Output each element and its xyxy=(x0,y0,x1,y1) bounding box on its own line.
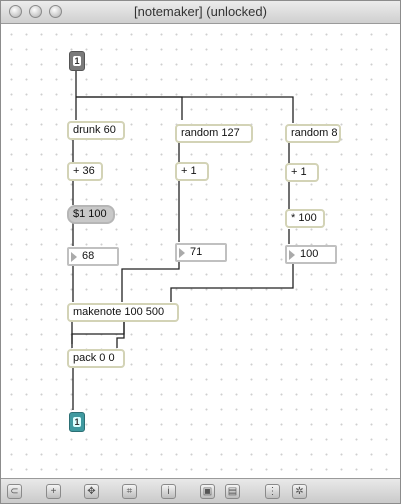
times100-object-text: * 100 xyxy=(291,212,317,224)
plus36-object[interactable]: + 36 xyxy=(67,162,103,181)
close-button[interactable] xyxy=(9,5,22,18)
move-icon[interactable]: ✥ xyxy=(84,484,99,499)
grid-icon[interactable]: ⋮ xyxy=(265,484,280,499)
triangle-icon xyxy=(179,248,185,258)
message-box-text: $1 100 xyxy=(73,208,107,220)
times100-object[interactable]: * 100 xyxy=(285,209,325,228)
pack-object-text: pack 0 0 xyxy=(73,352,115,364)
inspector-icon[interactable]: ▣ xyxy=(200,484,215,499)
outlet-index: 1 xyxy=(73,417,81,427)
presentation-icon[interactable]: ⌗ xyxy=(122,484,137,499)
triangle-icon xyxy=(71,252,77,262)
add-icon[interactable]: + xyxy=(46,484,61,499)
minimize-button[interactable] xyxy=(29,5,42,18)
number-box-100[interactable]: 100 xyxy=(285,245,337,264)
random8-object[interactable]: random 8 xyxy=(285,124,341,143)
drunk-object-text: drunk 60 xyxy=(73,124,116,136)
patch-cords xyxy=(71,71,294,410)
drunk-object[interactable]: drunk 60 xyxy=(67,121,125,140)
inlet-1[interactable]: 1 xyxy=(69,51,85,71)
title-bar: [notemaker] (unlocked) xyxy=(1,1,400,24)
random8-object-text: random 8 xyxy=(291,127,338,139)
patcher-icon[interactable]: ⊂ xyxy=(7,484,22,499)
plus1b-object-text: + 1 xyxy=(291,166,307,178)
plus1-object-a[interactable]: + 1 xyxy=(175,162,209,181)
message-box[interactable]: $1 100 xyxy=(67,205,115,224)
pack-object[interactable]: pack 0 0 xyxy=(67,349,125,368)
window-title: [notemaker] (unlocked) xyxy=(134,4,267,19)
snap-icon[interactable]: ✲ xyxy=(292,484,307,499)
random127-object[interactable]: random 127 xyxy=(175,124,253,143)
clipboard-icon[interactable]: ▤ xyxy=(225,484,240,499)
plus36-object-text: + 36 xyxy=(73,165,95,177)
zoom-button[interactable] xyxy=(49,5,62,18)
inlet-index: 1 xyxy=(73,56,81,66)
plus1-object-b[interactable]: + 1 xyxy=(285,163,319,182)
number-box-100-value: 100 xyxy=(300,248,319,260)
info-icon[interactable]: i xyxy=(161,484,176,499)
number-box-68-value: 68 xyxy=(82,250,95,262)
number-box-71-value: 71 xyxy=(190,246,203,258)
makenote-object[interactable]: makenote 100 500 xyxy=(67,303,179,322)
number-box-71[interactable]: 71 xyxy=(175,243,227,262)
patch-canvas[interactable]: 1 drunk 60 random 127 random 8 + 36 + 1 … xyxy=(1,24,400,478)
outlet-1[interactable]: 1 xyxy=(69,412,85,432)
random127-object-text: random 127 xyxy=(181,127,240,139)
patcher-toolbar: ⊂ + ✥ ⌗ i ▣ ▤ ⋮ ✲ xyxy=(1,478,400,503)
number-box-68[interactable]: 68 xyxy=(67,247,119,266)
makenote-object-text: makenote 100 500 xyxy=(73,306,165,318)
plus1a-object-text: + 1 xyxy=(181,165,197,177)
triangle-icon xyxy=(289,250,295,260)
